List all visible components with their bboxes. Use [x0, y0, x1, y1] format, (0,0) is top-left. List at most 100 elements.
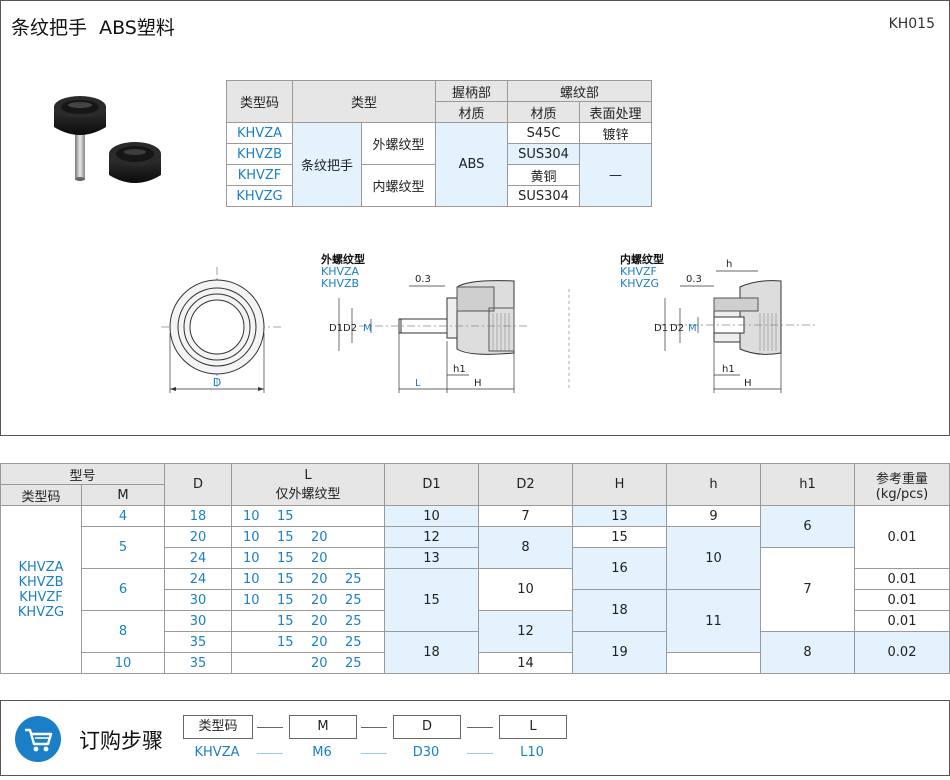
order-value-dash [467, 753, 493, 754]
female-dim-big-h: H [744, 378, 752, 389]
male-dim-0.3: 0.3 [415, 274, 431, 285]
male-title: 外螺纹型 [320, 253, 365, 266]
product-photo [54, 96, 161, 183]
dim-weight: 0.01 [854, 568, 950, 590]
dim-d1: 12 [384, 526, 479, 548]
dim-weight: 0.02 [854, 631, 950, 674]
female-dim-h: h [726, 259, 732, 270]
l-value: 15 [277, 613, 294, 629]
spec-code: KHVZB [226, 143, 293, 165]
l-value: 15 [277, 508, 294, 524]
l-value: 20 [311, 592, 328, 608]
l-value: 20 [311, 655, 328, 671]
l-value: 10 [243, 529, 260, 545]
dim-header-model: 型号 [0, 463, 165, 485]
order-steps-bar: 订购步骤 类型码 M D L KHVZA M6 D30 L10 [0, 700, 950, 776]
dim-header-h1: h1 [760, 463, 855, 506]
dim-header-d: D [164, 463, 232, 506]
dim-code: KHVZA [18, 559, 64, 575]
dim-header-h: h [666, 463, 761, 506]
spec-header-grip: 握柄部 [435, 80, 508, 102]
dim-d: 35 [164, 652, 232, 674]
dim-header-weight-unit: (kg/pcs) [875, 486, 929, 502]
spec-surface-1: 镀锌 [579, 122, 652, 144]
dim-weight: 0.01 [854, 610, 950, 632]
order-dash [257, 727, 283, 728]
spec-code: KHVZF [226, 164, 293, 186]
dim-l: 10 15 20 25 [231, 589, 385, 611]
dim-header-m: M [81, 484, 165, 506]
dim-l: 10 15 20 [231, 547, 385, 569]
spec-header-type: 类型 [292, 80, 436, 123]
spec-header-grip-material: 材质 [435, 101, 508, 123]
dim-m: 4 [81, 505, 165, 527]
order-value-type-code: KHVZA [194, 745, 240, 760]
dim-m: 6 [81, 568, 165, 611]
dim-d1: 15 [384, 568, 479, 632]
order-field-m: M [289, 715, 357, 739]
dim-d: 20 [164, 526, 232, 548]
dim-big-h: 15 [572, 526, 667, 548]
dim-weight: 0.01 [854, 589, 950, 611]
dim-h [666, 652, 761, 674]
front-view-d-label: D [213, 376, 221, 389]
l-value: 15 [277, 634, 294, 650]
dim-big-h: 16 [572, 547, 667, 590]
male-dim-m: M [363, 323, 372, 334]
dim-d1: 13 [384, 547, 479, 569]
dim-big-h: 19 [572, 631, 667, 674]
dim-d: 30 [164, 589, 232, 611]
dim-m: 10 [81, 652, 165, 674]
dim-header-big-h: H [572, 463, 667, 506]
dim-header-l-note: 仅外螺纹型 [275, 486, 341, 502]
order-value-dash [257, 753, 283, 754]
female-dim-0.3: 0.3 [686, 274, 702, 285]
order-dash [467, 727, 493, 728]
dim-header-weight: 参考重量 (kg/pcs) [854, 463, 950, 506]
l-value: 15 [277, 550, 294, 566]
dim-d: 35 [164, 631, 232, 653]
l-value: 10 [243, 550, 260, 566]
dim-d1: 10 [384, 505, 479, 527]
spec-header-type-code: 类型码 [226, 80, 293, 123]
dim-big-h: 13 [572, 505, 667, 527]
dim-h1: 6 [760, 505, 855, 548]
dim-header-l: L 仅外螺纹型 [231, 463, 385, 506]
l-value: 20 [311, 550, 328, 566]
female-dim-d1: D1 [654, 323, 668, 334]
l-value: 25 [345, 592, 362, 608]
page-title: 条纹把手 ABS塑料 [11, 17, 175, 39]
l-value: 15 [277, 592, 294, 608]
female-code: KHVZG [620, 277, 659, 290]
female-thread-drawing: 内螺纹型 KHVZF KHVZG h 0.3 D1 D2 M H h1 [620, 253, 818, 393]
l-value: 20 [311, 613, 328, 629]
dim-h1: 8 [760, 631, 855, 674]
dim-d: 24 [164, 547, 232, 569]
male-dim-d2: D2 [343, 323, 357, 334]
dim-h: 10 [666, 526, 761, 590]
spec-code: KHVZG [226, 185, 293, 207]
male-code: KHVZA [321, 265, 360, 278]
order-title: 订购步骤 [79, 729, 163, 753]
dim-d1: 18 [384, 631, 479, 674]
dim-weight: 0.01 [854, 505, 950, 569]
product-code: KH015 [888, 16, 935, 32]
l-value: 25 [345, 571, 362, 587]
dim-h: 9 [666, 505, 761, 527]
female-dim-d2: D2 [670, 323, 684, 334]
dim-m: 5 [81, 526, 165, 569]
spec-thread-material: 黄铜 [507, 164, 580, 186]
spec-header-thread-material: 材质 [507, 101, 580, 123]
male-dim-d1: D1 [329, 323, 343, 334]
dim-code: KHVZB [18, 574, 64, 590]
l-value: 10 [243, 592, 260, 608]
dim-d: 24 [164, 568, 232, 590]
